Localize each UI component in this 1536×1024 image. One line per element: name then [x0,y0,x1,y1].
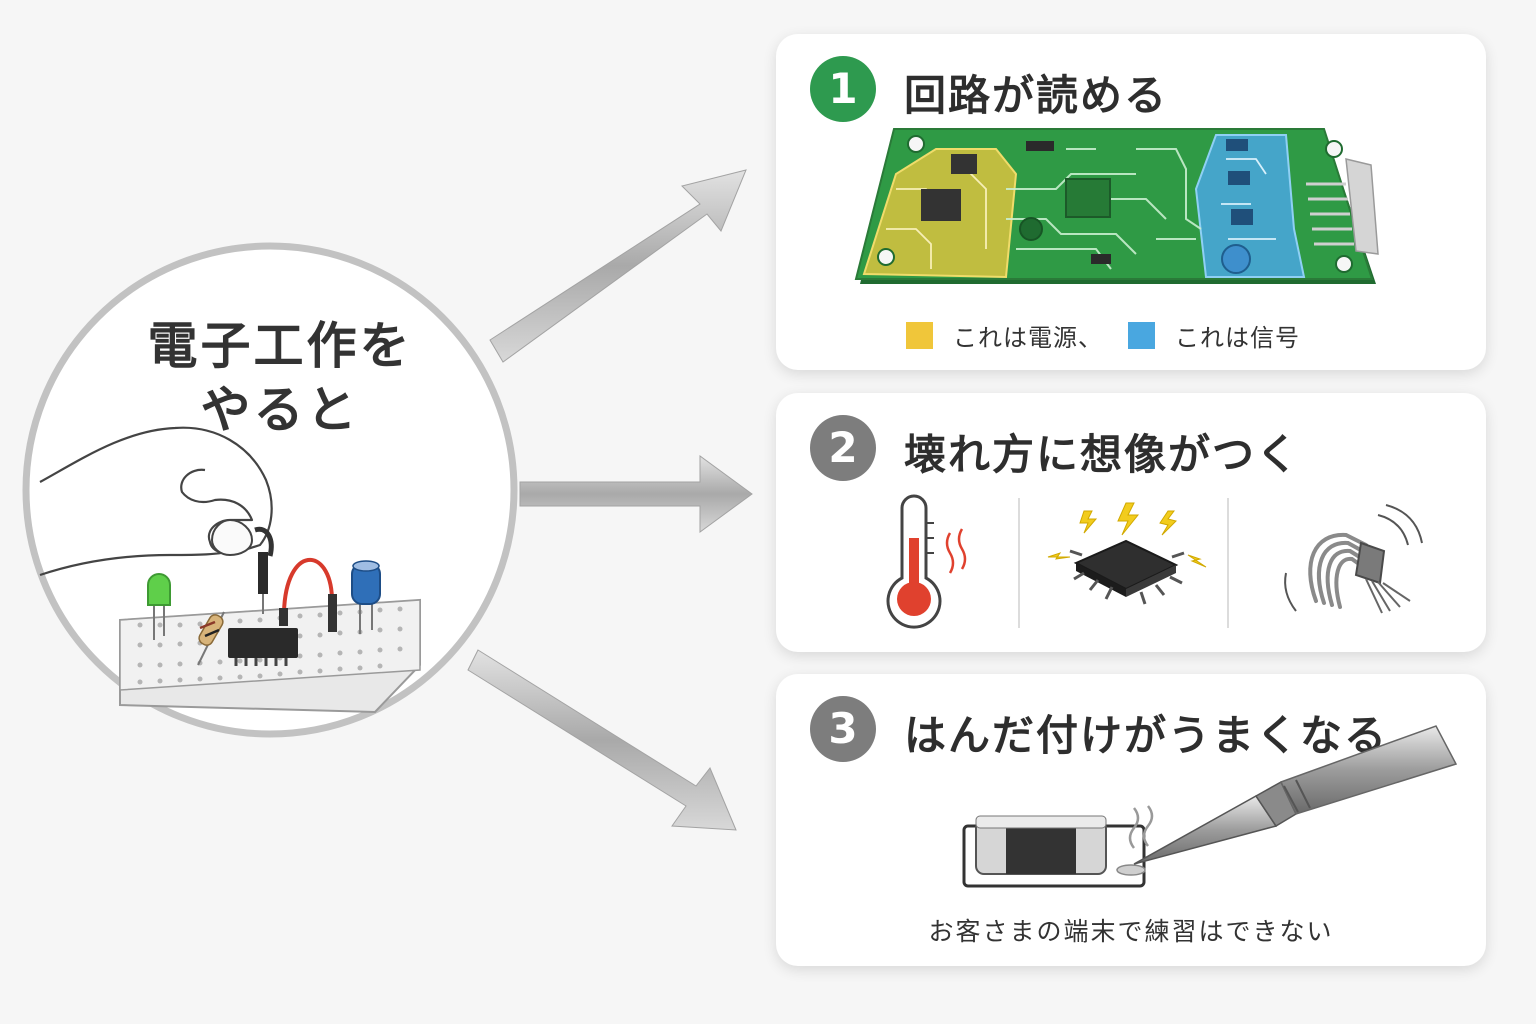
chip-spark-icon [1047,502,1207,605]
smd-component [962,815,1146,888]
card-title-2: 壊れ方に想像がつく [904,430,1301,479]
card-soldering: 3 はんだ付けがうまくなる [776,674,1486,966]
pcb-illustration [854,128,1379,284]
led-green [147,573,171,640]
legend-swatch-power [906,321,933,349]
card-title-3: はんだ付けがうまくなる [904,711,1389,760]
smoke [1128,805,1154,849]
resistor [197,611,225,666]
jumper-held [254,526,274,614]
card-title-1: 回路が読める [904,71,1169,120]
arrow-up-right [489,169,747,363]
legend-signal: これは信号 [1128,320,1300,352]
soldering-iron-icon [1133,725,1458,865]
failure-icons [886,494,1423,629]
thermometer-icon [886,494,967,629]
circle-title-line1: 電子工作を [147,317,413,375]
circle-title-line2: やると [200,381,360,439]
soldering-illustration [962,725,1458,888]
breadboard-circle [22,242,518,738]
capacitor-blue [351,560,381,634]
ic-chip [228,628,298,666]
card-read-circuits: 1 回路が読める [776,34,1486,370]
hand [39,426,273,577]
legend-swatch-signal [1128,321,1155,349]
badge-number-3: 3 [810,696,876,762]
soldering-caption: お客さまの端末で練習はできない [928,917,1334,946]
jumper-wire-red [279,557,337,632]
arrow-right [519,455,753,533]
badge-number-1: 1 [810,56,876,122]
arrow-down-right [467,649,737,831]
bent-cable-icon [1284,504,1423,614]
legend-label-power: これは電源、 [953,323,1103,352]
card-failure-modes: 2 壊れ方に想像がつく [776,393,1486,652]
badge-number-2: 2 [810,415,876,481]
legend-label-signal: これは信号 [1175,323,1300,352]
legend-power: これは電源、 [906,320,1103,352]
